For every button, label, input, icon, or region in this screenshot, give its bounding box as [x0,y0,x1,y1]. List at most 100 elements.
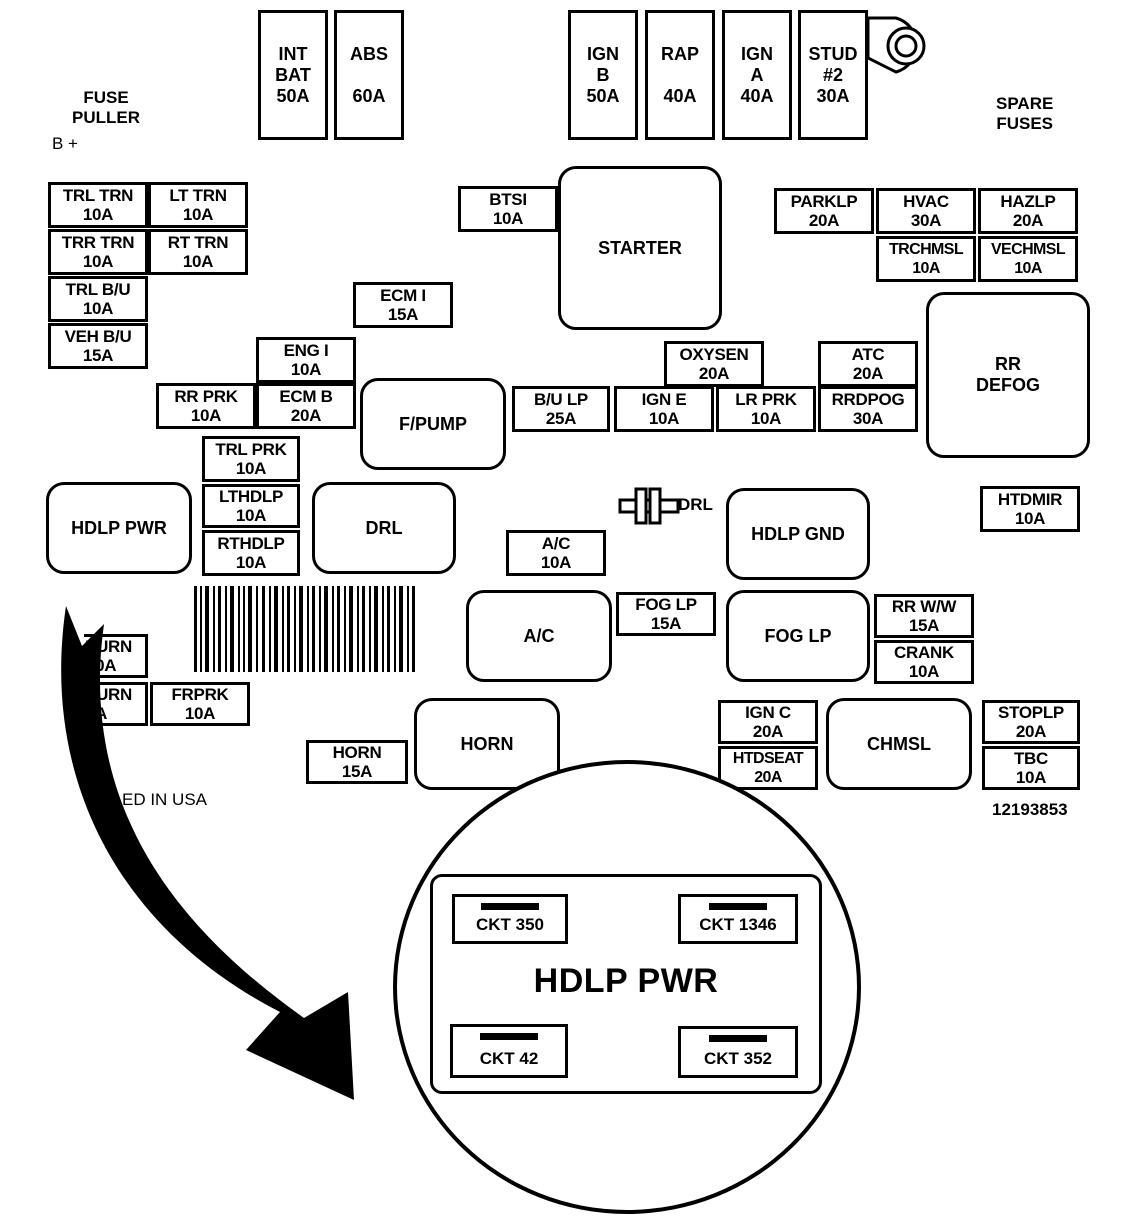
fuse-atc[interactable]: ATC 20A [818,341,918,387]
fuse-name: TBC [1013,749,1049,768]
relay-f-pump[interactable]: F/PUMP [360,378,506,470]
fuse-rating: 10A [182,205,214,224]
fuse-rating: 20A [698,364,730,383]
fuse-tbc[interactable]: TBC 10A [982,746,1080,790]
relay-chmsl[interactable]: CHMSL [826,698,972,790]
fuse-trl-bu[interactable]: TRL B/U 10A [48,276,148,322]
relay-drl[interactable]: DRL [312,482,456,574]
ckt-label: CKT 1346 [699,915,777,934]
relay-horn[interactable]: HORN [414,698,560,790]
fuse-rating: 20A [852,364,884,383]
relay-label: DRL [365,517,403,538]
fuse-rating: 20A [808,211,840,230]
terminal-slot-icon [481,903,539,910]
fuse-rating: 10A [492,209,524,228]
relay-label-line2: DEFOG [975,375,1040,395]
fuse-rating: 10A [82,252,114,271]
relay-ac[interactable]: A/C [466,590,612,682]
relay-rr-defog[interactable]: RR DEFOG [926,292,1090,458]
maxi-fuse-name: IGN [740,43,773,64]
made-in-label: ED IN USA [122,790,208,809]
fuse-rating: 10A [82,299,114,318]
maxi-fuse-int-bat[interactable]: INT BAT 50A [258,10,328,140]
fuse-parklp[interactable]: PARKLP 20A [774,188,874,234]
fuse-rating: 10A [190,406,222,425]
relay-starter[interactable]: STARTER [558,166,722,330]
maxi-fuse-rap[interactable]: RAP 40A [645,10,715,140]
relay-label: HDLP GND [751,523,845,544]
fuse-veh-bu[interactable]: VEH B/U 15A [48,323,148,369]
fuse-ac[interactable]: A/C 10A [506,530,606,576]
fuse-rating: 10A [540,553,572,572]
fuse-rating: 10A [290,360,322,379]
fuse-name: TRL TRN [62,186,134,205]
fuse-horn[interactable]: HORN 15A [306,740,408,784]
fuse-oxysen[interactable]: OXYSEN 20A [664,341,764,387]
fuse-rrdpog[interactable]: RRDPOG 30A [818,386,918,432]
fuse-rating: 15A [387,305,419,324]
drl-diode[interactable]: DRL [618,486,718,526]
fuse-lthdlp[interactable]: LTHDLP 10A [202,484,300,528]
maxi-fuse-ign-b[interactable]: IGN B 50A [568,10,638,140]
fuse-htdseat[interactable]: HTDSEAT 20A [718,746,818,790]
fuse-stoplp[interactable]: STOPLP 20A [982,700,1080,744]
fuse-rating: 10A [184,704,216,723]
terminal-slot-icon [709,1035,767,1042]
relay-label: HORN [460,733,514,754]
fuse-rating: 20A [754,769,782,786]
fuse-name: TRL B/U [65,280,131,299]
fuse-rating: 20A [290,406,322,425]
ckt-350: CKT 350 [452,894,568,944]
fuse-rthdlp[interactable]: RTHDLP 10A [202,530,300,576]
fuse-rating: 20A [1012,211,1044,230]
fuse-name: TURN [86,685,133,704]
relay-hdlp-gnd[interactable]: HDLP GND [726,488,870,580]
fuse-trchmsl[interactable]: TRCHMSL 10A [876,236,976,282]
maxi-fuse-name: ABS [349,43,388,64]
fuse-crank[interactable]: CRANK 10A [874,640,974,684]
fuse-turn-1[interactable]: TURN 10A [84,634,148,678]
fuse-rr-ww[interactable]: RR W/W 15A [874,594,974,638]
fuse-ecm-b[interactable]: ECM B 20A [256,383,356,429]
relay-label-line1: RR [994,354,1021,374]
fuse-name: LR PRK [735,390,797,409]
fuse-hazlp[interactable]: HAZLP 20A [978,188,1078,234]
fuse-fog-lp[interactable]: FOG LP 15A [616,592,716,636]
maxi-fuse-ign-a[interactable]: IGN A 40A [722,10,792,140]
fuse-trr-trn[interactable]: TRR TRN 10A [48,229,148,275]
fuse-ign-c[interactable]: IGN C 20A [718,700,818,744]
maxi-fuse-abs[interactable]: ABS 60A [334,10,404,140]
fuse-lr-prk[interactable]: LR PRK 10A [716,386,816,432]
fuse-bu-lp[interactable]: B/U LP 25A [512,386,610,432]
maxi-fuse-rating: 40A [740,85,774,106]
fuse-trl-prk[interactable]: TRL PRK 10A [202,436,300,482]
maxi-fuse-rating: 30A [816,85,850,106]
stud-terminal-icon [866,16,926,74]
fuse-frprk[interactable]: FRPRK 10A [150,682,250,726]
relay-fog-lp[interactable]: FOG LP [726,590,870,682]
fuse-rr-prk[interactable]: RR PRK 10A [156,383,256,429]
fuse-trl-trn[interactable]: TRL TRN 10A [48,182,148,228]
fuse-btsi[interactable]: BTSI 10A [458,186,558,232]
fuse-name: ATC [851,345,885,364]
fuse-name: ECM B [279,387,333,406]
maxi-fuse-name: RAP [660,43,699,64]
fuse-rating: 10A [750,409,782,428]
fuse-vechmsl[interactable]: VECHMSL 10A [978,236,1078,282]
fuse-ign-e[interactable]: IGN E 10A [614,386,714,432]
fuse-name: TRCHMSL [888,241,964,258]
ckt-1346: CKT 1346 [678,894,798,944]
fuse-name: VEH B/U [64,327,132,346]
fuse-rt-trn[interactable]: RT TRN 10A [148,229,248,275]
relay-hdlp-pwr[interactable]: HDLP PWR [46,482,192,574]
fuse-name: FRPRK [171,685,229,704]
fuse-eng-i[interactable]: ENG I 10A [256,337,356,383]
ckt-label: CKT 42 [479,1049,539,1068]
fuse-lt-trn[interactable]: LT TRN 10A [148,182,248,228]
fuse-turn-2[interactable]: TURN 0A [84,682,148,726]
fuse-ecm-i[interactable]: ECM I 15A [353,282,453,328]
fuse-htdmir[interactable]: HTDMIR 10A [980,486,1080,532]
fuse-name: LTHDLP [219,487,283,506]
fuse-hvac[interactable]: HVAC 30A [876,188,976,234]
maxi-fuse-stud-2[interactable]: STUD #2 30A [798,10,868,140]
